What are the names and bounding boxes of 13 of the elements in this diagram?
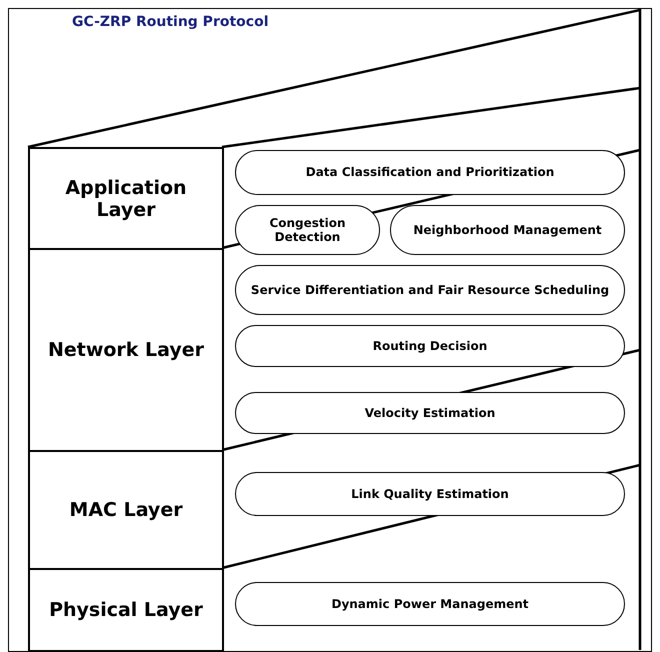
module-box: Routing Decision: [235, 325, 625, 367]
layer-box: Network Layer: [28, 248, 224, 452]
module-box: Neighborhood Management: [390, 205, 625, 255]
module-box: Congestion Detection: [235, 205, 380, 255]
module-box: Data Classification and Prioritization: [235, 150, 625, 195]
module-box: Dynamic Power Management: [235, 582, 625, 626]
layer-box: Physical Layer: [28, 568, 224, 652]
layer-box: MAC Layer: [28, 450, 224, 570]
layer-box: Application Layer: [28, 147, 224, 250]
diagram-title: GC-ZRP Routing Protocol: [72, 14, 268, 30]
module-box: Service Differentiation and Fair Resource Scheduling: [235, 265, 625, 315]
module-box: Link Quality Estimation: [235, 472, 625, 516]
module-box: Velocity Estimation: [235, 392, 625, 434]
